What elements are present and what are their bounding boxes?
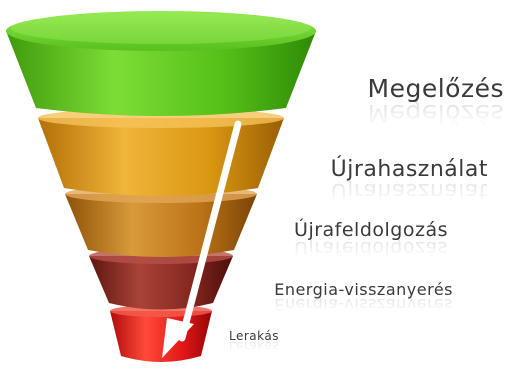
- arrow-head-icon: [162, 318, 194, 358]
- tier-prevention-top-highlight: [11, 12, 311, 44]
- label-energy-recovery-text: Energia-visszanyerés: [274, 280, 453, 299]
- label-recycling-text: Újrafeldolgozás: [294, 219, 448, 241]
- label-disposal-reflection: Lerakás: [229, 339, 279, 353]
- tier-energy-recovery: [89, 256, 233, 310]
- tier-disposal: [110, 311, 212, 362]
- tier-reuse: [38, 118, 284, 196]
- label-disposal: Lerakás Lerakás: [229, 329, 279, 353]
- label-energy-recovery: Energia-visszanyerés Energia-visszanyeré…: [274, 280, 453, 314]
- label-reuse-text: Újrahasználat: [330, 157, 488, 182]
- tier-prevention-top: [6, 11, 316, 51]
- tier-recycling: [65, 194, 257, 257]
- label-reuse-reflection: Újrahasználat: [330, 178, 488, 203]
- label-prevention-reflection: Megelőzés: [367, 99, 504, 128]
- label-disposal-text: Lerakás: [229, 329, 279, 343]
- tier-prevention: [6, 31, 316, 116]
- label-recycling-reflection: Újrafeldolgozás: [294, 237, 448, 259]
- label-prevention-text: Megelőzés: [367, 74, 504, 103]
- label-prevention: Megelőzés Megelőzés: [368, 74, 504, 128]
- label-energy-recovery-reflection: Energia-visszanyerés: [274, 295, 453, 314]
- label-recycling: Újrafeldolgozás Újrafeldolgozás: [294, 219, 448, 259]
- label-reuse: Újrahasználat Újrahasználat: [331, 157, 488, 203]
- arrow-shaft: [178, 120, 242, 342]
